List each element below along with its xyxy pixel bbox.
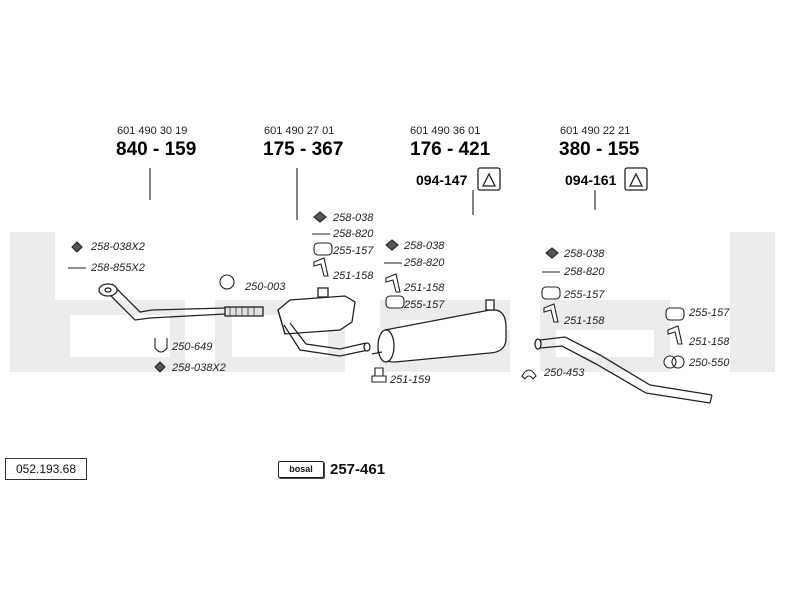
part-label[interactable]: 250-550 [689, 357, 730, 369]
part-label[interactable]: 255-157 [333, 245, 374, 257]
part-label[interactable]: 255-157 [564, 289, 605, 301]
part-label[interactable]: 250-003 [245, 281, 286, 293]
gasket-icon [313, 211, 327, 223]
part-number[interactable]: 840 - 159 [116, 139, 197, 160]
part-label[interactable]: 251-158 [404, 282, 445, 294]
part-label[interactable]: 251-158 [689, 336, 730, 348]
bracket-icon [313, 257, 329, 277]
mount-part-number[interactable]: 094-161 [565, 172, 617, 188]
part-number[interactable]: 175 - 367 [263, 139, 344, 160]
front-pipe [98, 283, 264, 321]
assembly-set[interactable]: bosal 257-461 [278, 461, 385, 479]
part-label[interactable]: 258-820 [404, 257, 445, 269]
rear-silencer [371, 299, 507, 363]
oem-number: 601 490 36 01 [410, 125, 481, 137]
part-label[interactable]: 250-649 [172, 341, 213, 353]
part-label[interactable]: 251-158 [564, 315, 605, 327]
bosal-logo: bosal [278, 461, 324, 479]
part-label[interactable]: 258-038 [564, 248, 605, 260]
part-label[interactable]: 258-038X2 [91, 241, 145, 253]
u-bolt-icon [154, 338, 168, 353]
rubber-hanger-icon [385, 295, 405, 309]
part-label[interactable]: 258-820 [564, 266, 605, 278]
part-label[interactable]: 251-159 [390, 374, 431, 386]
bracket-icon [667, 325, 683, 345]
gasket-icon [71, 241, 83, 253]
bracket-icon [543, 303, 559, 323]
mount-part-number[interactable]: 094-147 [416, 172, 468, 188]
reference-number: 052.193.68 [5, 458, 87, 480]
gasket-icon [154, 361, 166, 373]
bracket-icon [385, 273, 401, 293]
part-label[interactable]: 258-855X2 [91, 262, 145, 274]
gasket-icon [385, 239, 399, 251]
seal-ring-icon [671, 355, 685, 369]
part-number[interactable]: 176 - 421 [410, 139, 491, 160]
oem-number: 601 490 22 21 [560, 125, 631, 137]
rubber-hanger-icon [541, 286, 561, 300]
part-label[interactable]: 255-157 [404, 299, 445, 311]
part-label[interactable]: 255-157 [689, 307, 730, 319]
clamp-icon [521, 369, 537, 380]
mount-icon [477, 167, 501, 191]
oem-number: 601 490 27 01 [264, 125, 335, 137]
oem-number: 601 490 30 19 [117, 125, 188, 137]
part-label[interactable]: 258-038X2 [172, 362, 226, 374]
part-label[interactable]: 258-038 [404, 240, 445, 252]
tail-pipe [534, 336, 713, 404]
part-label[interactable]: 250-453 [544, 367, 585, 379]
assembly-number[interactable]: 257-461 [330, 461, 386, 479]
hanger-icon [371, 367, 387, 383]
rubber-hanger-icon [665, 307, 685, 321]
part-label[interactable]: 251-158 [333, 270, 374, 282]
mount-icon [624, 167, 648, 191]
part-label[interactable]: 258-820 [333, 228, 374, 240]
gasket-icon [545, 247, 559, 259]
rubber-hanger-icon [313, 242, 333, 256]
clamp-icon [219, 274, 235, 290]
middle-silencer [277, 287, 371, 357]
part-number[interactable]: 380 - 155 [559, 139, 640, 160]
part-label[interactable]: 258-038 [333, 212, 374, 224]
